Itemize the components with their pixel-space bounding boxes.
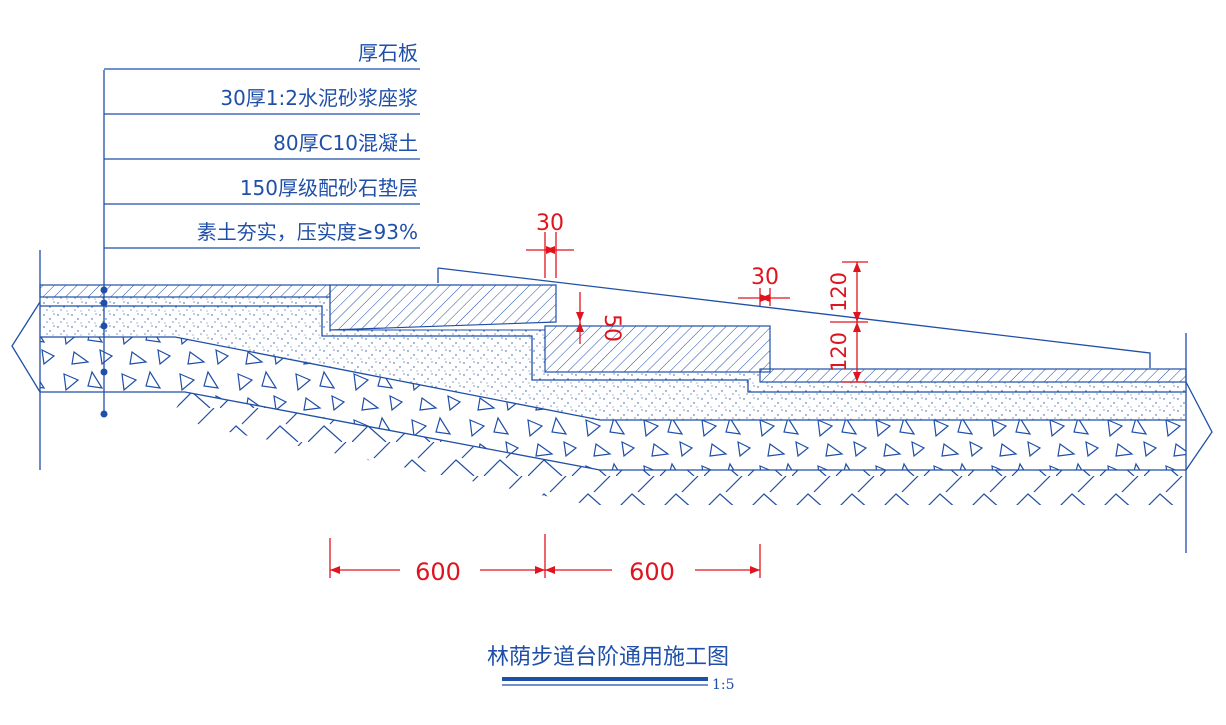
layer-label-stone-slab: 厚石板	[358, 41, 418, 65]
drawing-title-block: 林荫步道台阶通用施工图 1:5	[487, 645, 735, 693]
dim-drop-text: 50	[599, 314, 624, 342]
layer-label-compacted-soil: 素土夯实，压实度≥93%	[197, 220, 418, 244]
title-underline-thick	[502, 677, 708, 681]
dimension-arrowhead-13	[545, 566, 555, 574]
right-break-mark	[1185, 381, 1213, 471]
layer-label-mortar-bed: 30厚1:2水泥砂浆座浆	[220, 86, 418, 110]
lower-pavement-slab	[759, 368, 1187, 383]
dim-run-1-text: 600	[415, 558, 461, 586]
dimension-arrowhead-5	[576, 312, 584, 322]
mortar-bed-layer	[39, 296, 1187, 393]
dimension-arrowhead-7	[853, 262, 861, 272]
upper-step-stone	[329, 284, 557, 331]
dimension-arrowhead-8	[853, 312, 861, 322]
left-break-mark	[11, 301, 41, 393]
dim-rise-bottom-text: 120	[827, 332, 851, 372]
dimensions: 30 30 50 120 120 600 600	[329, 211, 868, 586]
dimension-arrowhead-12	[535, 566, 545, 574]
drawing-title: 林荫步道台阶通用施工图	[487, 645, 729, 670]
slope-reference-line	[437, 267, 1151, 368]
upper-pavement-slab	[39, 284, 331, 298]
dimension-arrowhead-11	[330, 566, 340, 574]
dim-gap-top-text: 30	[536, 211, 564, 236]
drawing-scale: 1:5	[712, 677, 735, 693]
dim-gap-mid-text: 30	[751, 265, 779, 290]
dim-rise-top-text: 120	[827, 272, 851, 312]
lower-step-stone	[544, 325, 771, 373]
dimension-arrowhead-6	[576, 322, 584, 332]
concrete-layer	[40, 306, 1186, 420]
compacted-soil-layer	[170, 392, 1186, 505]
gravel-cushion-layer	[40, 337, 1186, 470]
gravel-bottom-line	[40, 391, 1186, 471]
dimension-arrowhead-4	[760, 294, 770, 302]
dimension-arrowhead-9	[853, 322, 861, 332]
leader-dot-5	[100, 410, 108, 418]
dimension-arrowhead-14	[750, 566, 760, 574]
layer-label-concrete: 80厚C10混凝土	[273, 131, 418, 155]
dimension-arrowhead-2	[546, 246, 556, 254]
dim-run-2-text: 600	[629, 558, 675, 586]
step-cross-section	[11, 250, 1213, 553]
dimension-arrowhead-10	[853, 372, 861, 382]
layer-label-gravel-base: 150厚级配砂石垫层	[240, 176, 418, 200]
